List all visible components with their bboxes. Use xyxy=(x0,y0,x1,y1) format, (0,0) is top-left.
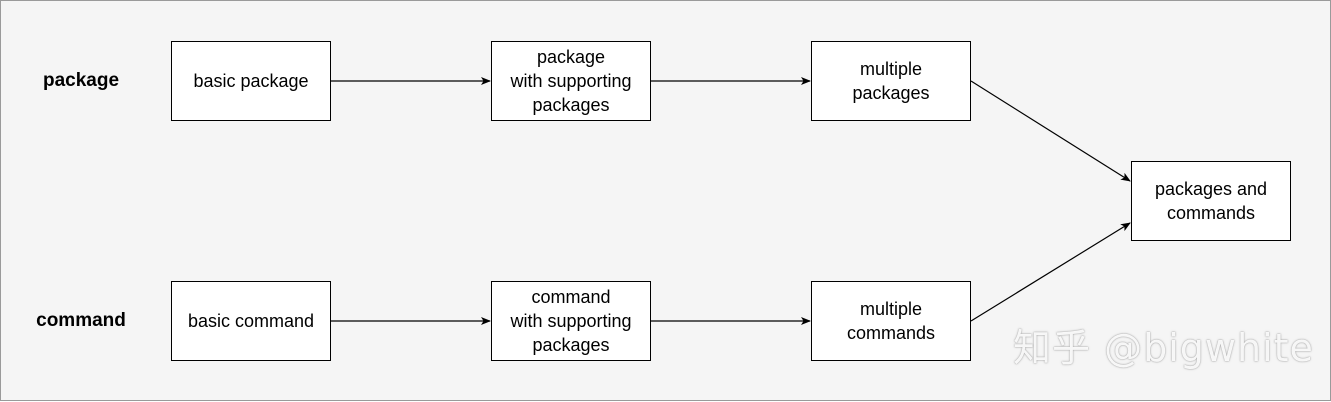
edge-multiple-packages-to-packages-and-commands xyxy=(970,80,1131,182)
node-command-with-supporting-packages: command with supporting packages xyxy=(491,281,651,361)
watermark: 知乎 @bigwhite xyxy=(1013,326,1314,370)
row-label-command: command xyxy=(36,310,126,331)
node-basic-package: basic package xyxy=(171,41,331,121)
node-multiple-commands: multiple commands xyxy=(811,281,971,361)
node-multiple-packages: multiple packages xyxy=(811,41,971,121)
node-package-with-supporting-packages: package with supporting packages xyxy=(491,41,651,121)
node-basic-command: basic command xyxy=(171,281,331,361)
row-label-package: package xyxy=(42,70,120,91)
edge-multiple-commands-to-packages-and-commands xyxy=(970,222,1131,322)
node-packages-and-commands: packages and commands xyxy=(1131,161,1291,241)
